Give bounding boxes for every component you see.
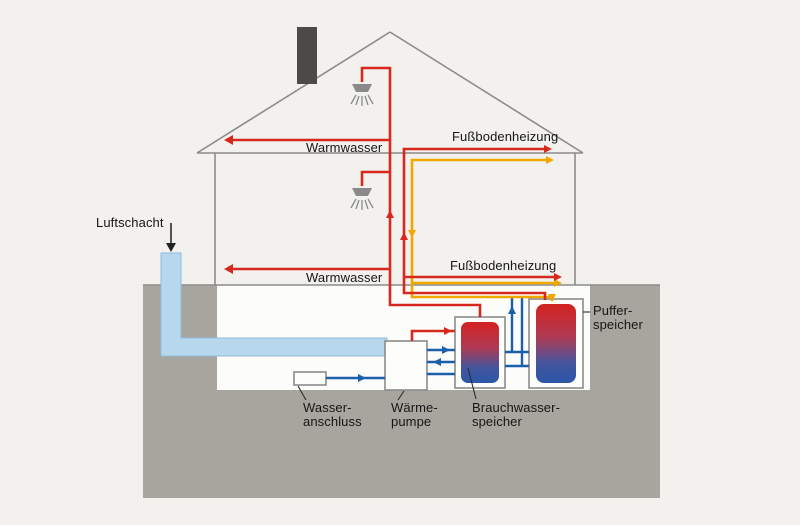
label-line: anschluss xyxy=(303,414,362,429)
label-line: Wasser- xyxy=(303,400,352,415)
hot-pipes xyxy=(228,66,558,341)
label-line: speicher xyxy=(472,414,522,429)
hot-flow-arrows xyxy=(224,135,562,335)
shower-spray xyxy=(350,94,374,106)
leader-lines xyxy=(170,223,590,401)
shower-lower xyxy=(350,188,374,210)
shower-head-icon xyxy=(352,84,372,92)
chimney xyxy=(297,27,317,84)
shower-upper xyxy=(350,84,374,106)
label-warmwasser-upper: Warmwasser xyxy=(306,140,383,155)
air-intake-arrow-icon xyxy=(166,243,176,252)
warm-flow-arrows xyxy=(408,156,562,302)
label-line: Puffer- xyxy=(593,303,633,318)
shower-spray xyxy=(350,198,374,210)
air-duct xyxy=(160,252,388,357)
label-fussbodenheizung-upper: Fußbodenheizung xyxy=(452,129,559,144)
label-pufferspeicher: Puffer- speicher xyxy=(593,304,643,332)
label-brauchwasserspeicher: Brauchwasser- speicher xyxy=(472,401,560,429)
dhw-tank-cylinder xyxy=(461,322,499,383)
label-waermepumpe: Wärme- pumpe xyxy=(391,401,438,429)
cold-flow-arrows xyxy=(358,306,516,382)
label-line: speicher xyxy=(593,317,643,332)
label-luftschacht: Luftschacht xyxy=(96,215,164,230)
warm-return-pipes xyxy=(410,158,558,301)
label-line: Brauchwasser- xyxy=(472,400,560,415)
label-fussbodenheizung-lower: Fußbodenheizung xyxy=(450,258,557,273)
heat-pump-box xyxy=(384,340,428,391)
buffer-tank-cylinder xyxy=(536,304,576,383)
label-warmwasser-lower: Warmwasser xyxy=(306,270,383,285)
water-connection-box xyxy=(293,371,327,386)
shower-head-icon xyxy=(352,188,372,196)
label-line: Wärme- xyxy=(391,400,438,415)
label-wasseranschluss: Wasser- anschluss xyxy=(303,401,362,429)
label-line: pumpe xyxy=(391,414,432,429)
